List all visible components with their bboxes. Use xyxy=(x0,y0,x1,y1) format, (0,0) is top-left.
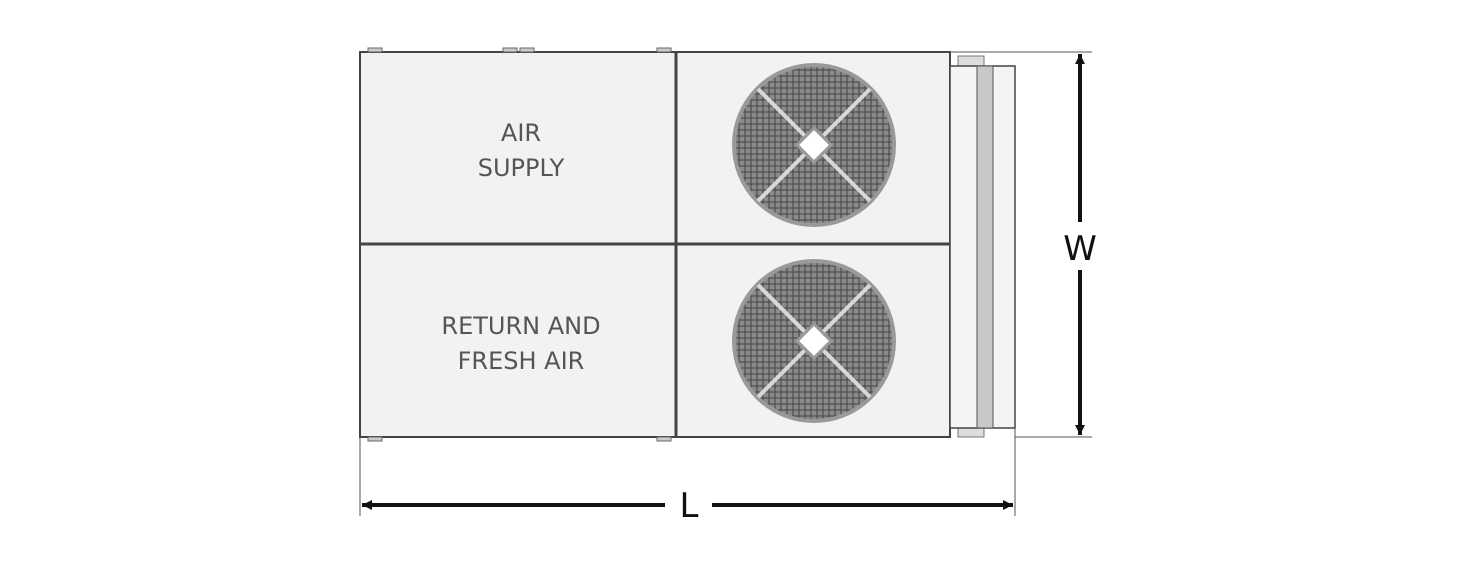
supply-label-line2: SUPPLY xyxy=(478,154,565,182)
end-section xyxy=(949,55,1016,438)
length-dimension: L xyxy=(359,428,1016,526)
length-label: L xyxy=(680,486,699,526)
fan-bottom xyxy=(732,259,896,423)
width-dimension: W xyxy=(950,51,1097,438)
supply-label-line1: AIR xyxy=(501,119,541,147)
return-label-line1: RETURN AND xyxy=(441,312,600,340)
return-label-line2: FRESH AIR xyxy=(458,347,585,375)
fan-top xyxy=(732,63,896,227)
width-label: W xyxy=(1063,229,1097,269)
